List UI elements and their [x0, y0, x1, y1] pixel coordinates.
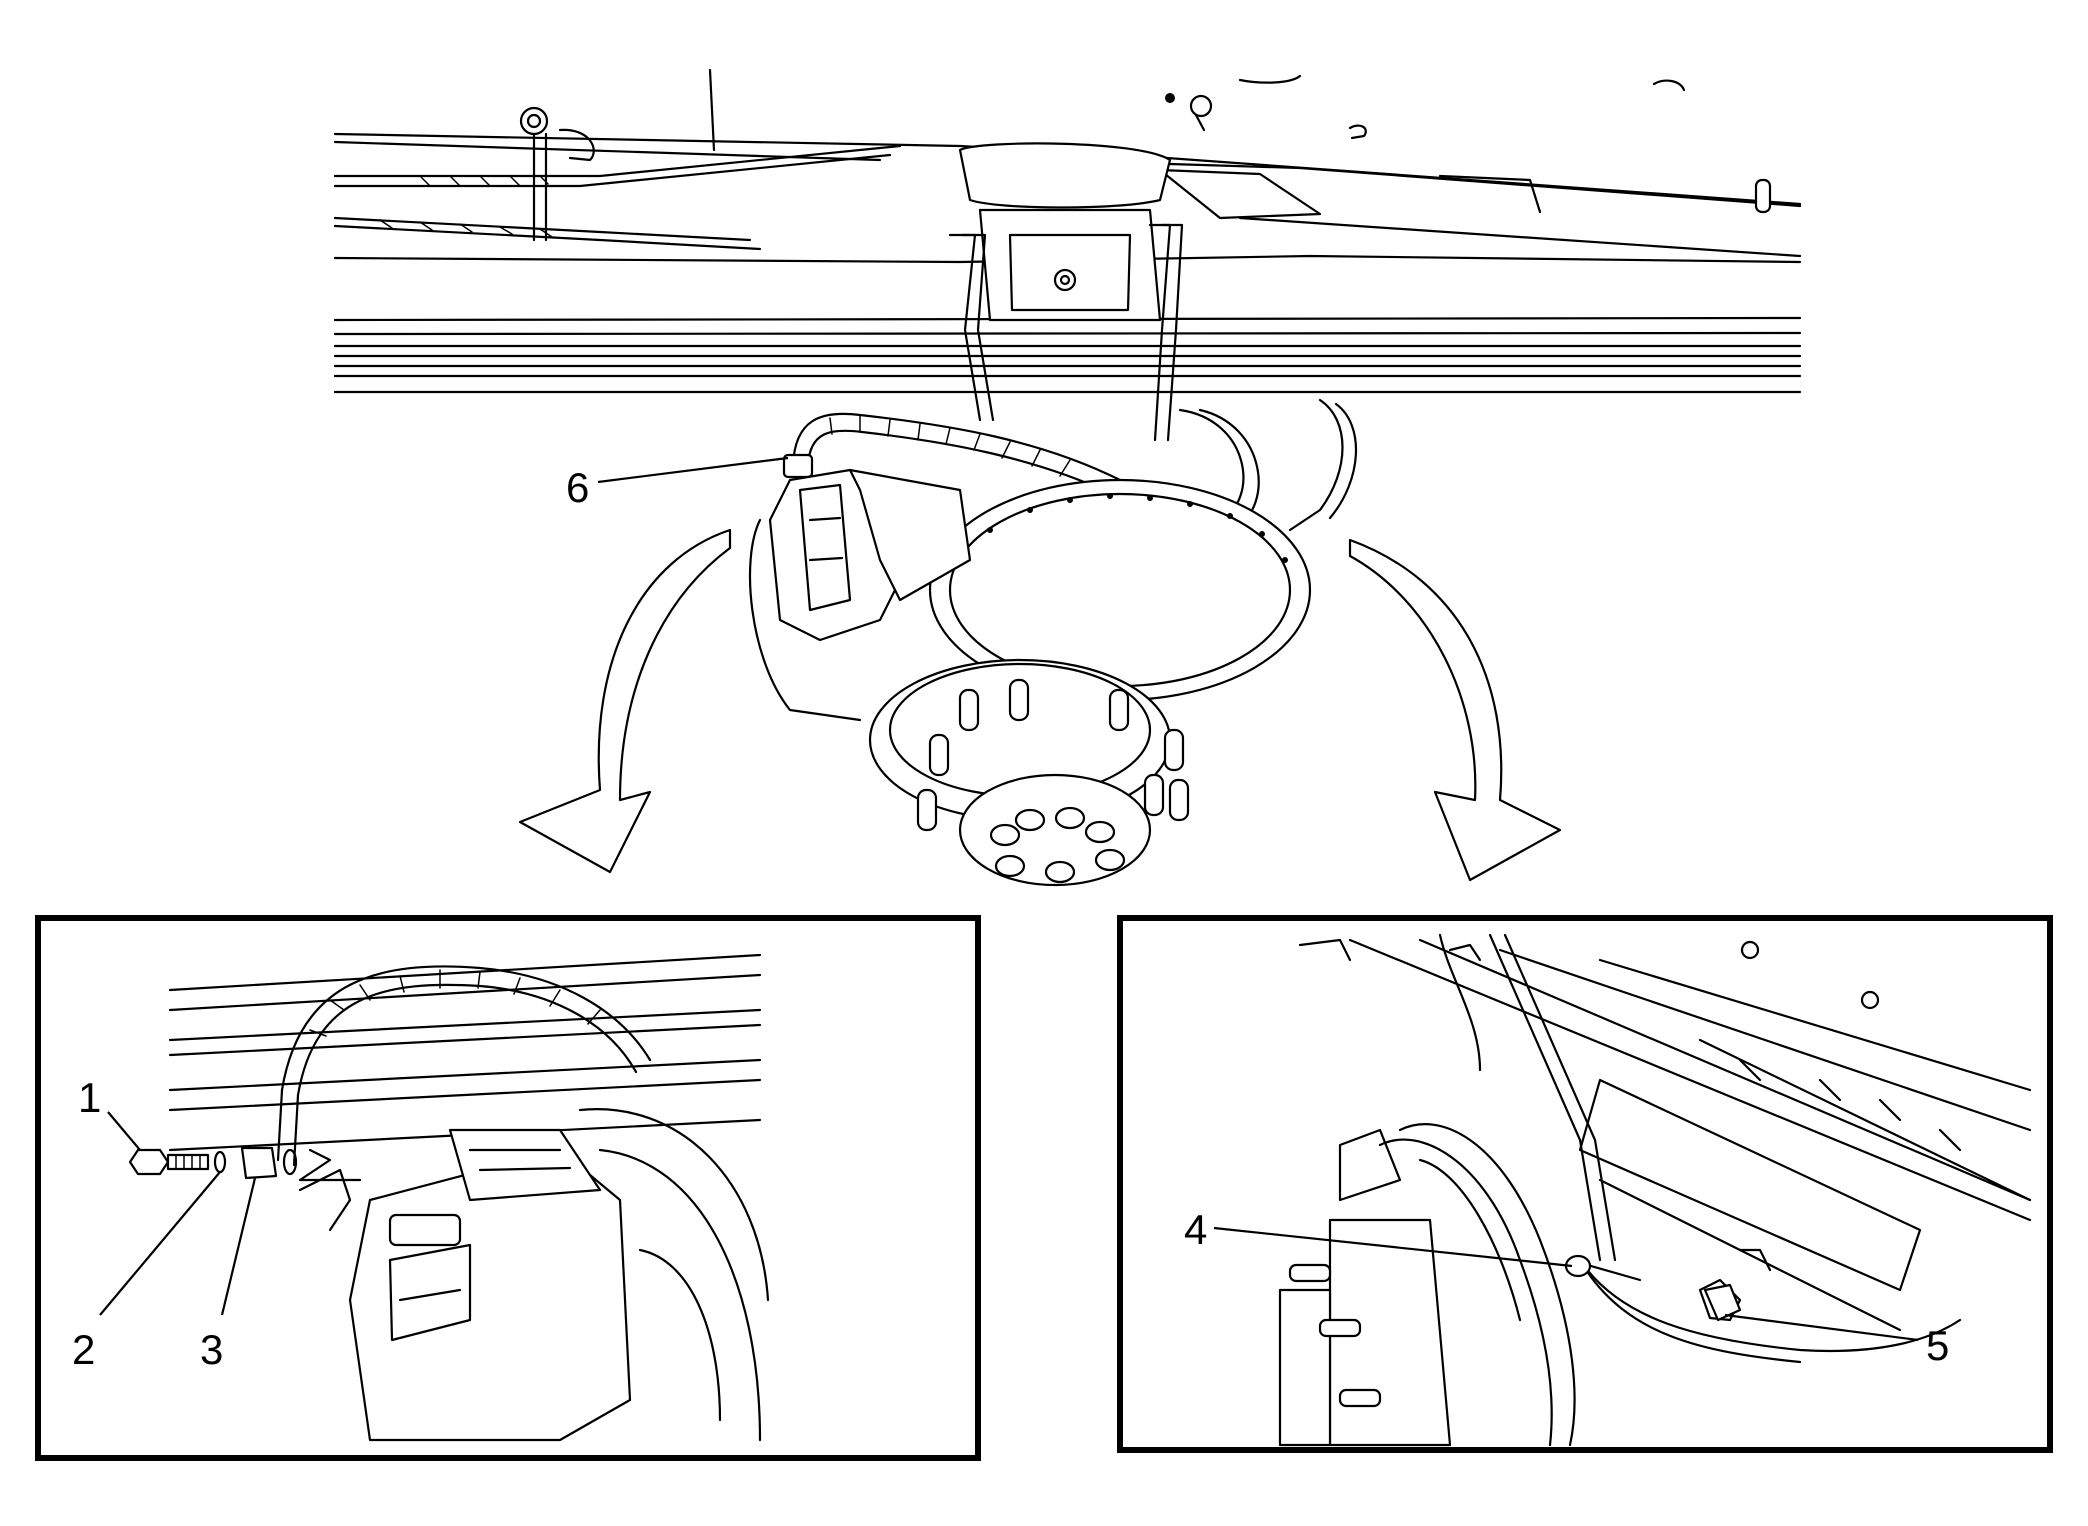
callout-2: 2 [72, 1326, 95, 1373]
callout-4-leader [1213, 1226, 1573, 1268]
main-view: 6 [333, 68, 1802, 887]
callout-1: 1 [78, 1074, 101, 1121]
left-detail-frame-rails [168, 953, 762, 1152]
hub-bolts [989, 806, 1126, 884]
left-detail-fastener [128, 1146, 362, 1182]
callout-6-leader [597, 456, 789, 484]
left-detail-frame [35, 915, 981, 1461]
callout-3-leader [220, 1177, 257, 1316]
leaf-spring [333, 316, 1802, 394]
arrow-to-right-detail [1348, 538, 1562, 882]
callout-2-leader [99, 1171, 221, 1316]
callout-5: 5 [1926, 1322, 1949, 1369]
brake-hose-main [782, 412, 1122, 496]
right-detail-view: 4 5 [1117, 915, 2053, 1453]
right-detail-fastener [1298, 938, 1880, 1322]
callout-3: 3 [200, 1326, 223, 1373]
callout-6: 6 [566, 464, 589, 511]
callout-1-leader [107, 1111, 141, 1151]
left-detail-caliper [298, 1108, 770, 1442]
right-detail-frame-rails [1348, 938, 2032, 1332]
right-detail-frame [1117, 915, 2053, 1453]
left-detail-hose [276, 965, 652, 1167]
frame-rails [333, 68, 1802, 264]
arrow-to-left-detail [518, 528, 732, 874]
callout-5-leader [1724, 1313, 1919, 1342]
right-detail-hose [1438, 933, 1962, 1364]
right-detail-rotor [1278, 1123, 1576, 1447]
axle-mount [948, 142, 1357, 532]
left-detail-view: 1 2 3 [35, 915, 981, 1461]
caliper-rotor-main [748, 468, 1312, 887]
wheel-studs [916, 678, 1190, 832]
callout-4: 4 [1184, 1206, 1207, 1253]
